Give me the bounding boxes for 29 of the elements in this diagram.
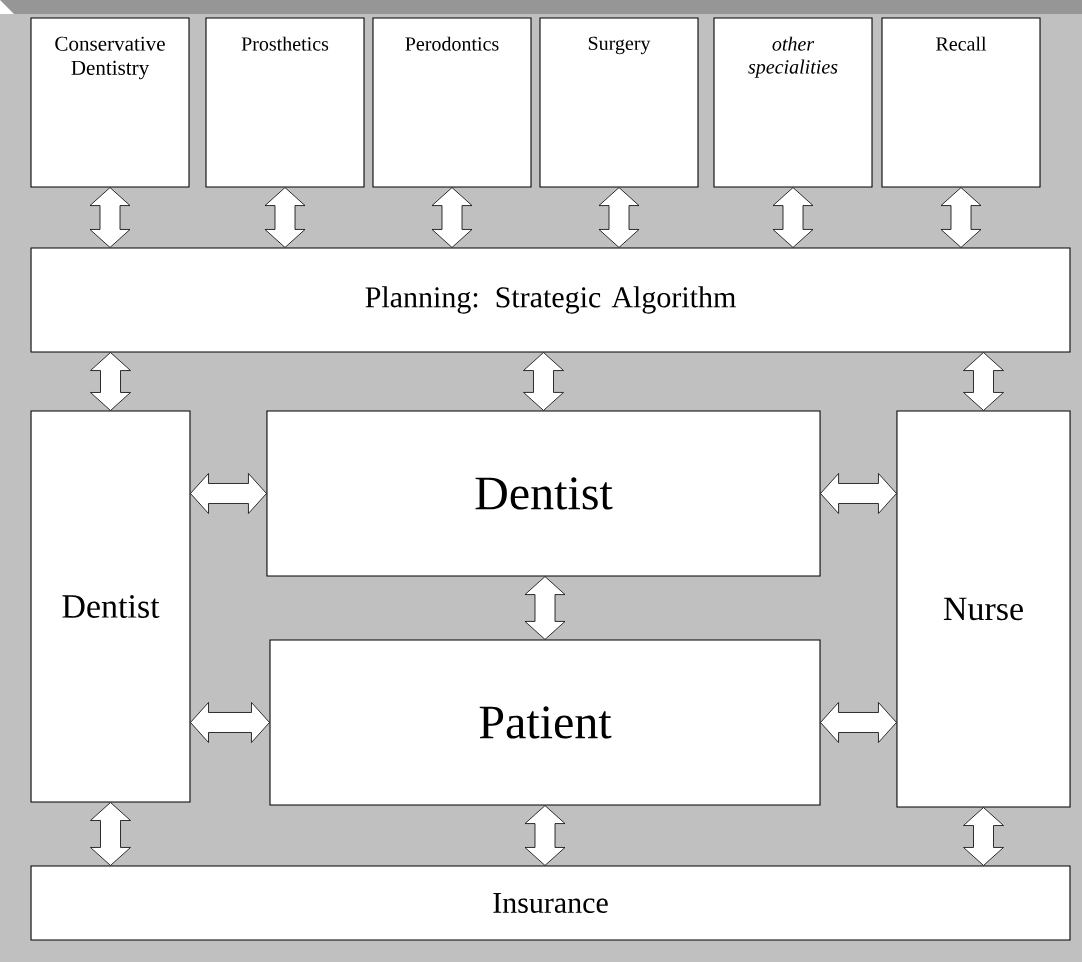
double-arrow (89, 187, 131, 248)
specialty-box: Conservative Dentistry (30, 17, 190, 188)
specialty-box: other specialities (713, 17, 873, 188)
role-box: Dentist (30, 410, 191, 803)
double-arrow (963, 352, 1004, 411)
role-box: Patient (269, 639, 821, 806)
double-arrow (190, 473, 267, 514)
double-arrow (963, 807, 1004, 866)
role-box: Nurse (896, 410, 1071, 808)
specialty-box: Surgery (539, 17, 699, 188)
double-arrow (524, 805, 566, 866)
specialty-box: Recall (881, 17, 1041, 188)
specialty-box: Prosthetics (205, 17, 365, 188)
double-arrow (820, 702, 897, 743)
specialty-box: Perodontics (372, 17, 532, 188)
double-arrow (264, 187, 306, 248)
double-arrow (523, 352, 564, 411)
planning-box: Planning: Strategic Algorithm (30, 247, 1071, 353)
double-arrow (598, 187, 640, 248)
double-arrow (772, 187, 814, 248)
double-arrow (940, 187, 982, 248)
double-arrow (190, 702, 270, 743)
double-arrow (524, 576, 566, 640)
double-arrow (90, 352, 131, 411)
double-arrow (90, 802, 131, 866)
double-arrow (820, 473, 897, 514)
role-box: Dentist (266, 410, 821, 577)
double-arrow (431, 187, 473, 248)
insurance-box: Insurance (30, 865, 1071, 941)
